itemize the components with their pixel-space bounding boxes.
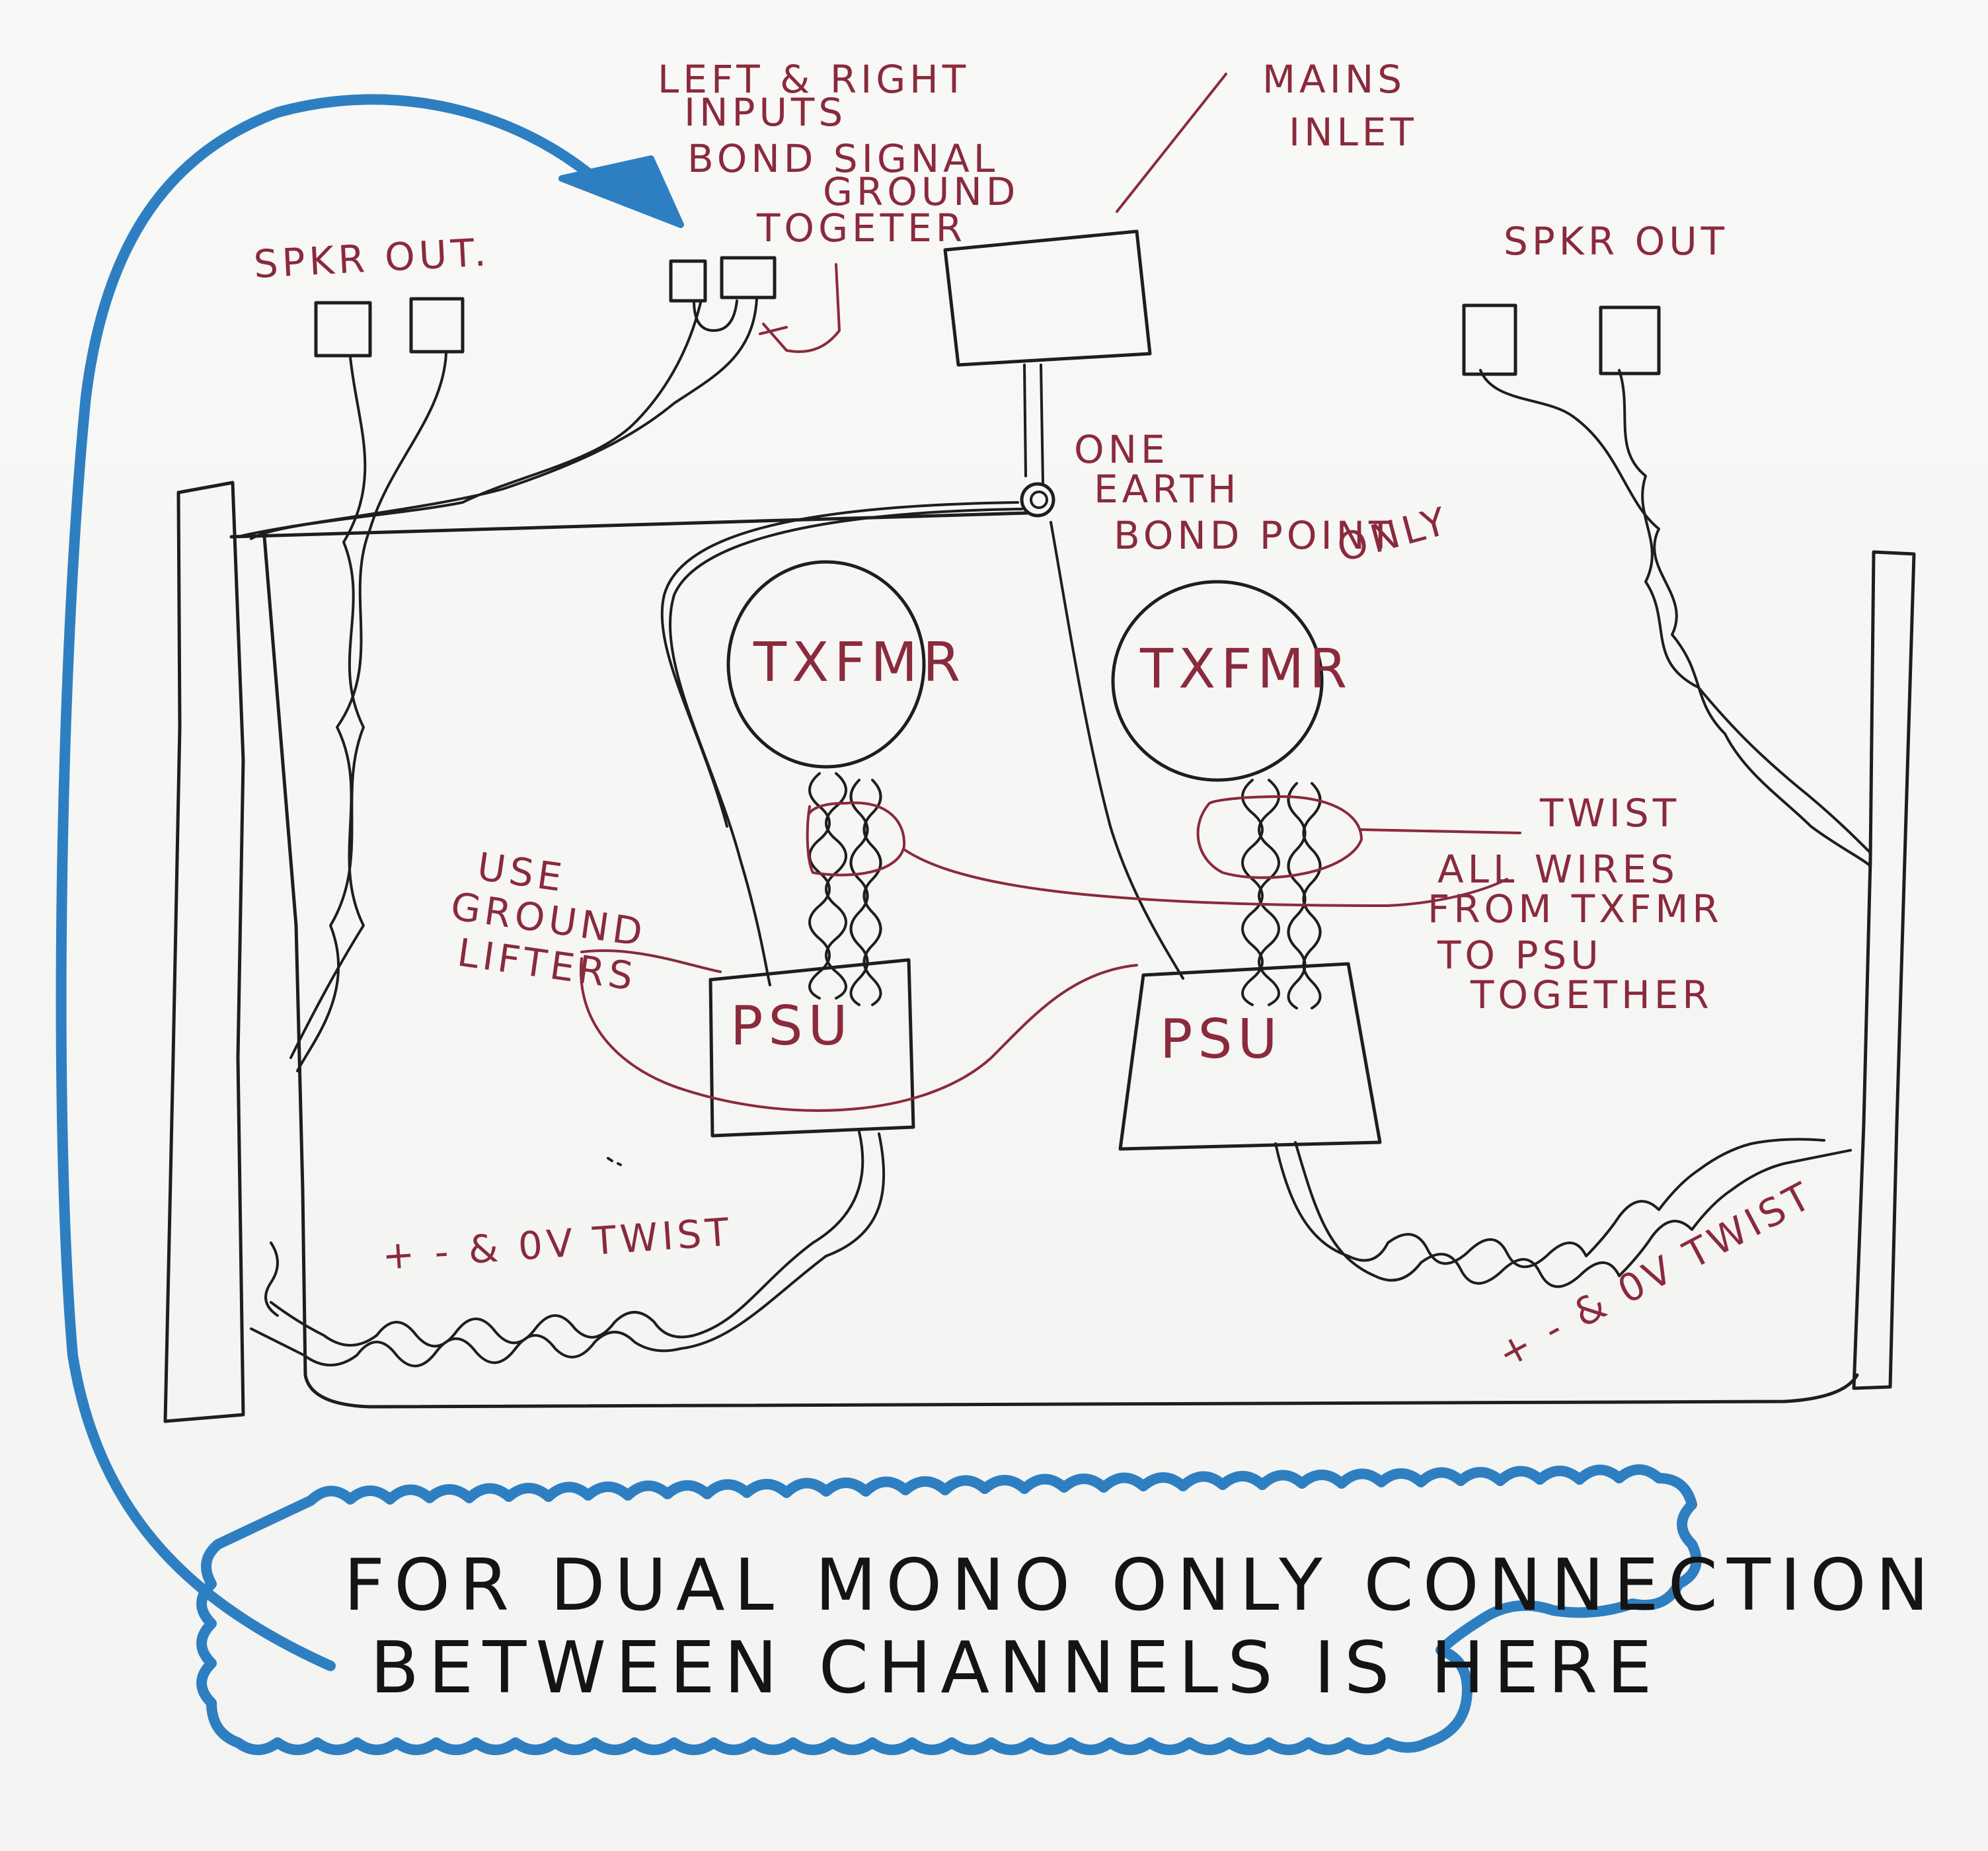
earth-bond-inner: [1030, 491, 1048, 509]
twist-ring-left: [806, 801, 906, 877]
inputs-label-line5: TOGETER: [756, 206, 966, 251]
ground-lifter-leader-lines: [580, 949, 1138, 1112]
psu-right-label: PSU: [1160, 1008, 1283, 1071]
spkr-twisted-pair-right: [1479, 369, 1872, 867]
twist-label-line2: ALL WIRES: [1437, 847, 1679, 892]
spkr-out-right-label: SPKR OUT: [1504, 219, 1728, 264]
input-signal-wires: [237, 297, 758, 540]
psu-left-rail-twist: [250, 1130, 886, 1368]
earth-bond-point: [1020, 482, 1055, 518]
note-callout-outline: [196, 1464, 1702, 1755]
earth-label-line3: BOND POINT: [1114, 513, 1396, 558]
spkr-terminal-right-a: [1462, 303, 1517, 376]
psu-left-box: [708, 958, 915, 1138]
txfmr-left-secondary-twist: [808, 772, 882, 1006]
spkr-terminal-left-b: [409, 297, 465, 354]
spkr-terminal-left-a: [314, 301, 372, 358]
spkr-terminal-right-b: [1599, 305, 1661, 375]
twist-label-line3: FROM TXFMR: [1428, 886, 1723, 931]
input-jack-left: [669, 259, 707, 303]
earth-lead-to-psu-right: [1050, 521, 1184, 980]
right-side-panel: [1852, 550, 1916, 1390]
highlight-arrowhead-icon: [558, 155, 684, 228]
earth-lead-to-psu-left: [660, 501, 1023, 986]
spkr-twisted-pair-left: [289, 352, 447, 1072]
earth-label-line2: EARTH: [1094, 467, 1240, 512]
stray-mark: [607, 1157, 622, 1166]
txfmr-right: [1111, 580, 1324, 782]
psu-right-rail-twist: [1274, 1138, 1852, 1288]
mains-label-line2: INLET: [1289, 110, 1418, 155]
txfmr-left-label: TXFMR: [753, 631, 966, 694]
dual-mono-note-line1: FOR DUAL MONO ONLY CONNECTION: [344, 1544, 1938, 1627]
inputs-label-line3: BOND SIGNAL: [687, 136, 999, 181]
twist-label-line5: TOGETHER: [1470, 972, 1713, 1017]
mains-label-line1: MAINS: [1262, 57, 1406, 102]
earth-label-line4: ONLY: [1332, 498, 1455, 571]
mains-lead: [1023, 364, 1044, 484]
input-ground-tag: [759, 263, 841, 353]
twist-leader-lines: [903, 828, 1521, 907]
txfmr-right-label: TXFMR: [1139, 638, 1352, 701]
twist-label-line1: TWIST: [1539, 791, 1680, 836]
psu-right-box: [1118, 962, 1382, 1151]
txfmr-right-secondary-twist: [1241, 779, 1322, 1009]
rail-twist-left-label: + - & 0V TWIST: [381, 1209, 734, 1279]
chassis-ground-rail: [229, 511, 1859, 1409]
mains-label-leader: [1116, 73, 1227, 213]
twist-ring-right: [1196, 795, 1363, 879]
input-jack-right: [720, 256, 777, 299]
inputs-label-line1: LEFT & RIGHT: [658, 57, 970, 102]
earth-label-line1: ONE: [1074, 427, 1169, 472]
left-side-panel: [163, 481, 245, 1423]
spkr-out-left-label: SPKR OUT.: [252, 229, 491, 287]
dual-mono-note-line2: BETWEEN CHANNELS IS HERE: [370, 1627, 1662, 1710]
inputs-label-line2: INPUTS: [684, 90, 847, 135]
mains-inlet-box: [943, 229, 1152, 367]
highlight-arrow-path: [56, 94, 600, 1671]
psu-left-label: PSU: [730, 995, 853, 1058]
inputs-label-line4: GROUND: [823, 169, 1019, 214]
txfmr-left: [726, 560, 926, 769]
twist-label-line4: TO PSU: [1437, 933, 1603, 978]
